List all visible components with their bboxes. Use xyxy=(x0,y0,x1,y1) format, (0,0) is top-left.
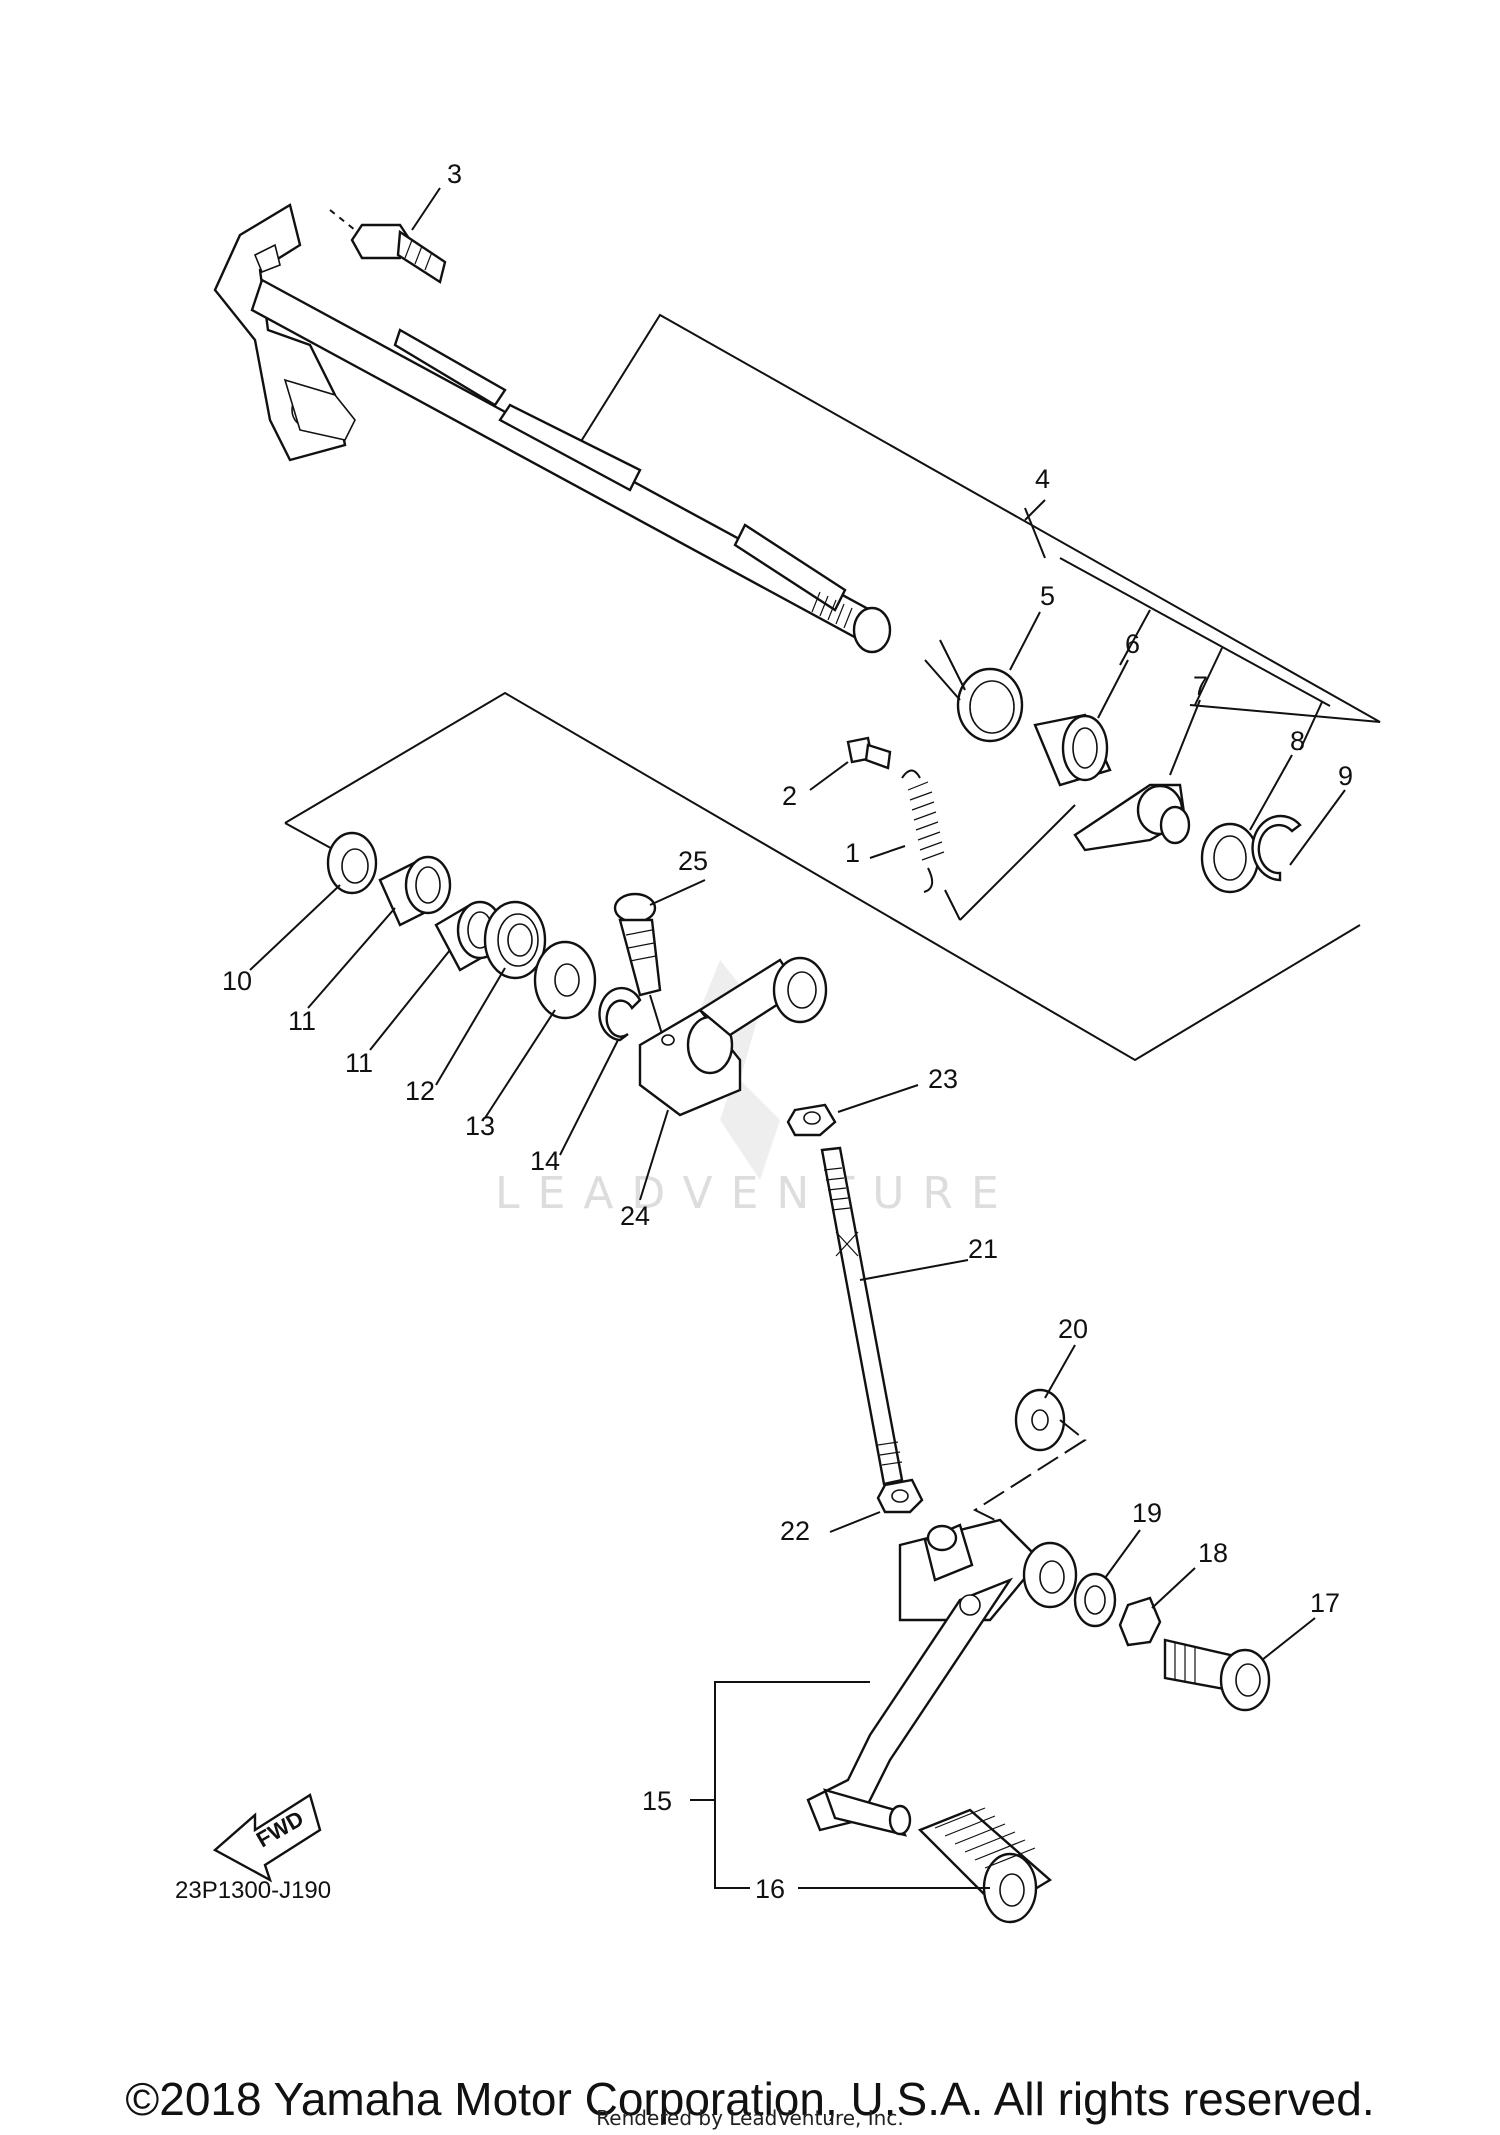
callout-20: 20 xyxy=(1058,1314,1088,1344)
return-spring xyxy=(901,769,1076,921)
callout-14: 14 xyxy=(530,1146,560,1176)
callout-24: 24 xyxy=(620,1201,650,1231)
bolt-25 xyxy=(613,892,671,1061)
callout-numbers: 1 2 3 4 5 6 7 8 9 10 11 11 12 13 14 15 1… xyxy=(222,159,1353,1904)
shift-rod xyxy=(820,1146,904,1486)
oil-seal xyxy=(483,900,547,980)
collar xyxy=(1033,713,1112,787)
callout-1: 1 xyxy=(845,838,860,868)
leader-lines xyxy=(249,187,1346,1889)
fwd-arrow-icon: FWD xyxy=(212,1793,322,1883)
shift-shaft xyxy=(250,278,872,642)
diagram-code: 23P1300-J190 xyxy=(175,1877,331,1904)
nut-22 xyxy=(876,1478,924,1514)
e-clip xyxy=(598,986,642,1042)
callout-25: 25 xyxy=(678,846,708,876)
callout-23: 23 xyxy=(928,1064,958,1094)
pedal-bracket xyxy=(714,1681,870,1889)
copyright-notice: ©2018 Yamaha Motor Corporation, U.S.A. A… xyxy=(125,2073,1375,2125)
callout-13: 13 xyxy=(465,1111,495,1141)
callout-16: 16 xyxy=(755,1874,785,1904)
callout-19: 19 xyxy=(1132,1498,1162,1528)
callout-12: 12 xyxy=(405,1076,435,1106)
group-bracket xyxy=(284,691,1361,1062)
bolt-2 xyxy=(846,736,892,770)
nut-23 xyxy=(786,1103,837,1137)
callout-11b: 11 xyxy=(345,1048,373,1078)
callout-6: 6 xyxy=(1125,629,1140,659)
callout-2: 2 xyxy=(782,781,797,811)
callout-18: 18 xyxy=(1198,1538,1228,1568)
callout-7: 7 xyxy=(1193,671,1208,701)
callout-17: 17 xyxy=(1310,1588,1340,1618)
callout-4: 4 xyxy=(1035,464,1050,494)
callout-11a: 11 xyxy=(288,1006,316,1036)
circlip xyxy=(1251,814,1302,882)
shift-pedal xyxy=(806,1518,1078,1837)
shift-shaft-assembly xyxy=(213,203,1381,751)
pedal-rubber xyxy=(917,1807,1053,1924)
rendered-by-notice: Rendered by LeadVenture, Inc. xyxy=(596,2106,904,2130)
bracket-line xyxy=(579,313,1381,723)
shift-lever-7 xyxy=(1073,783,1191,852)
torsion-spring xyxy=(924,639,1024,743)
callout-3: 3 xyxy=(447,159,462,189)
pivot-bolt xyxy=(1163,1638,1271,1712)
watermark-text: LEADVENTURE xyxy=(495,1168,1017,1219)
nut-18 xyxy=(1118,1596,1162,1647)
callout-21: 21 xyxy=(968,1234,998,1264)
callout-9: 9 xyxy=(1338,761,1353,791)
needle-bearing-a xyxy=(378,855,452,927)
shift-arm xyxy=(638,956,828,1117)
callout-15: 15 xyxy=(642,1786,672,1816)
callout-5: 5 xyxy=(1040,581,1055,611)
callout-10: 10 xyxy=(222,966,252,996)
callout-8: 8 xyxy=(1290,726,1305,756)
stopper-bolt xyxy=(329,209,447,284)
callout-22: 22 xyxy=(780,1516,810,1546)
